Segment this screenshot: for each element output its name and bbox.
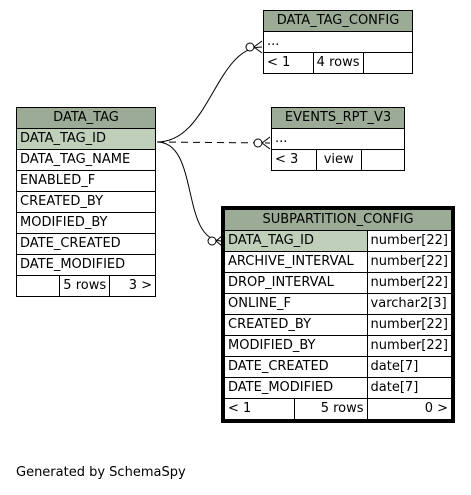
column-name[interactable]: DROP_INTERVAL <box>224 272 368 294</box>
table-title[interactable]: EVENTS_RPT_V3 <box>271 107 405 129</box>
table-data-tag[interactable]: DATA_TAG DATA_TAG_ID DATA_TAG_NAME ENABL… <box>15 107 156 297</box>
parents-count[interactable]: < 1 <box>224 398 295 420</box>
parents-count[interactable]: < 1 <box>263 52 314 74</box>
row-count: 4 rows <box>312 52 364 74</box>
table-events-rpt-v3[interactable]: EVENTS_RPT_V3 ... < 3 view <box>271 107 406 171</box>
column-row[interactable]: MODIFIED_BY <box>16 212 156 234</box>
edge-events-rpt <box>156 141 271 144</box>
edge-data-tag-config <box>156 46 263 143</box>
column-row[interactable]: DATE_CREATED <box>16 233 156 255</box>
table-title[interactable]: DATA_TAG_CONFIG <box>263 10 413 32</box>
edge-end-circle <box>207 236 217 246</box>
table-title[interactable]: DATA_TAG <box>16 107 156 129</box>
children-count[interactable]: 3 > <box>109 275 156 297</box>
column-type: number[22] <box>366 272 453 294</box>
edge-subpartition <box>156 141 223 242</box>
column-name-pk[interactable]: DATA_TAG_ID <box>224 230 368 252</box>
column-row[interactable]: DATE_MODIFIED <box>16 254 156 276</box>
table-kind: view <box>315 149 362 171</box>
row-count: 5 rows <box>293 398 368 420</box>
column-name[interactable]: ARCHIVE_INTERVAL <box>224 251 368 273</box>
column-row[interactable]: ENABLED_F <box>16 170 156 192</box>
column-name[interactable]: MODIFIED_BY <box>224 335 368 357</box>
generated-by-text: Generated by SchemaSpy <box>16 465 186 480</box>
column-row[interactable]: DATA_TAG_NAME <box>16 149 156 171</box>
column-name[interactable]: ONLINE_F <box>224 293 368 315</box>
column-row[interactable]: ... <box>263 31 413 53</box>
table-subpartition-config[interactable]: SUBPARTITION_CONFIG DATA_TAG_ID number[2… <box>221 206 455 423</box>
footer-empty <box>360 149 406 171</box>
column-type: number[22] <box>366 251 453 273</box>
parents-count[interactable]: < 3 <box>271 149 317 171</box>
column-type: number[22] <box>366 335 453 357</box>
column-type: number[22] <box>366 230 453 252</box>
children-count[interactable]: 0 > <box>366 398 453 420</box>
edge-end-circle <box>245 42 255 52</box>
table-title[interactable]: SUBPARTITION_CONFIG <box>224 209 452 231</box>
column-name[interactable]: CREATED_BY <box>224 314 368 336</box>
table-data-tag-config[interactable]: DATA_TAG_CONFIG ... < 1 4 rows <box>263 10 414 74</box>
column-name[interactable]: DATE_CREATED <box>224 356 368 378</box>
row-count: 5 rows <box>59 275 111 297</box>
column-row[interactable]: CREATED_BY <box>16 191 156 213</box>
column-type: varchar2[3] <box>366 293 453 315</box>
footer-empty <box>362 52 414 74</box>
column-type: date[7] <box>366 356 453 378</box>
column-type: date[7] <box>366 377 453 399</box>
column-name[interactable]: DATE_MODIFIED <box>224 377 368 399</box>
column-row[interactable]: ... <box>271 128 405 150</box>
column-row-pk[interactable]: DATA_TAG_ID <box>16 128 156 150</box>
column-type: number[22] <box>366 314 453 336</box>
footer-empty <box>15 275 61 297</box>
edge-end-circle <box>253 138 263 148</box>
